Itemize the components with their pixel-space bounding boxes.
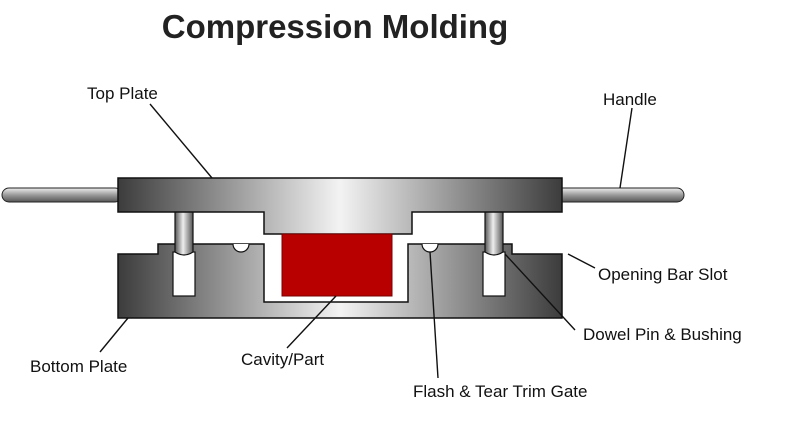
cavity-part-label: Cavity/Part: [241, 350, 324, 369]
handle-label: Handle: [603, 90, 657, 109]
left-flash-groove: [232, 243, 250, 253]
top-plate: [117, 177, 563, 235]
opening-bar-slot-leader: [567, 253, 596, 269]
top-plate-label: Top Plate: [87, 84, 158, 103]
left-handle-rod: [1, 187, 123, 203]
cavity-part: [281, 233, 393, 297]
right-flash-groove: [421, 243, 439, 253]
diagram-title: Compression Molding: [162, 8, 509, 45]
bottom-plate-leader: [99, 317, 129, 353]
left-dowel-bushing-bore: [172, 251, 196, 297]
bottom-plate-label: Bottom Plate: [30, 357, 127, 376]
dowel-pin-bushing-leader: [504, 253, 576, 331]
right-dowel-pin: [484, 209, 504, 256]
right-handle-rod: [555, 187, 685, 203]
opening-bar-slot-label: Opening Bar Slot: [598, 265, 728, 284]
left-dowel-pin: [174, 209, 194, 256]
top-plate-leader: [149, 103, 213, 179]
flash-tear-trim-gate-leader: [429, 251, 439, 379]
cavity-part-leader: [286, 295, 337, 349]
flash-tear-trim-gate-label: Flash & Tear Trim Gate: [413, 382, 587, 401]
bottom-plate: [117, 243, 563, 319]
handle-leader: [619, 107, 633, 189]
dowel-pin-bushing-label: Dowel Pin & Bushing: [583, 325, 742, 344]
right-dowel-bushing-bore: [482, 251, 506, 297]
